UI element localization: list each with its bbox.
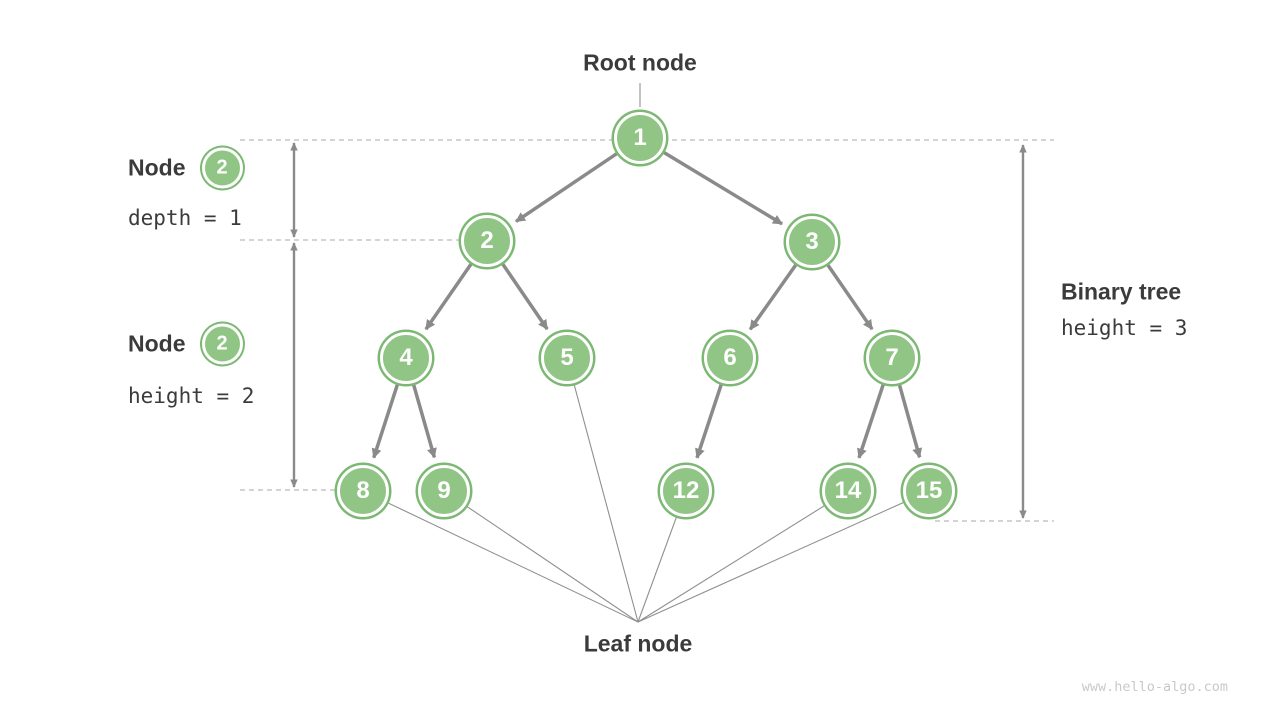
tree-node-4: 4 [380,332,432,384]
tree-node-value: 7 [885,344,899,371]
tree-node-value: 2 [480,227,494,254]
tree-node-value: 9 [437,477,451,504]
tree-node-14: 14 [822,465,874,517]
leaf-pointer-line-15 [637,490,930,623]
tree-node-value: 4 [399,344,413,371]
tree-node-value: 3 [805,228,819,255]
tree-node-value: 8 [356,477,370,504]
tree-node-12: 12 [660,465,712,517]
leaf-pointer-line-5 [566,357,639,623]
leaf-pointer-line-9 [443,490,639,623]
leaf-pointer-line-14 [637,490,849,623]
tree-node-2: 2 [461,215,513,267]
tree-node-7: 7 [866,332,918,384]
tree-node-15: 15 [903,465,955,517]
tree-node-value: 5 [560,344,574,371]
tree-node-5: 5 [541,332,593,384]
tree-node-9: 9 [418,465,470,517]
tree-node-1: 1 [614,112,666,164]
edge-1-3 [639,136,783,226]
tree-node-value: 14 [834,477,862,504]
tree-node-8: 8 [337,465,389,517]
tree-node-value: 6 [723,344,737,371]
tree-node-value: 1 [633,124,647,151]
tree-node-6: 6 [704,332,756,384]
tree-node-value: 12 [672,477,700,504]
leaf-pointer-line-8 [362,490,639,623]
tree-node-value: 15 [915,477,943,504]
tree-node-3: 3 [786,216,838,268]
